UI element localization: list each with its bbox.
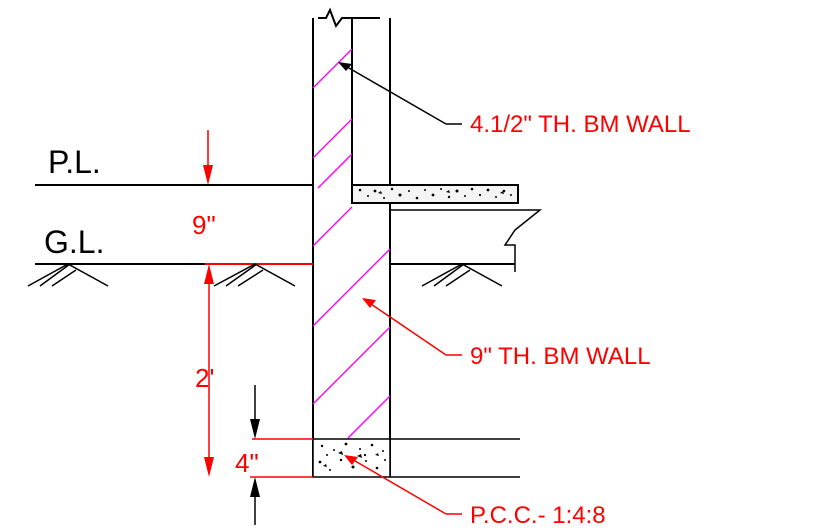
leader-lower-wall bbox=[362, 298, 462, 356]
wall-outlines bbox=[312, 7, 391, 477]
floor-slab bbox=[351, 184, 543, 272]
brick-hatching bbox=[312, 48, 391, 439]
pcc-bed-label: P.C.C.- 1:4:8 bbox=[470, 502, 606, 529]
dimension-footing-depth bbox=[204, 264, 214, 477]
upper-wall-label: 4.1/2" TH. BM WALL bbox=[470, 111, 691, 138]
leader-pcc bbox=[344, 455, 462, 515]
leader-upper-wall bbox=[338, 62, 462, 125]
plinth-height-dimension: 9" bbox=[192, 210, 216, 240]
lower-wall-label: 9" TH. BM WALL bbox=[470, 343, 651, 370]
dimension-pcc bbox=[250, 385, 260, 525]
plinth-level-label: P.L. bbox=[48, 144, 101, 180]
pcc-bed bbox=[250, 438, 520, 478]
ground-symbols bbox=[27, 263, 503, 287]
ground-level-label: G.L. bbox=[44, 224, 104, 260]
level-lines bbox=[35, 184, 515, 265]
slab-concrete-dots bbox=[358, 187, 512, 200]
pcc-thickness-dimension: 4" bbox=[235, 448, 259, 478]
slab-break-line bbox=[390, 209, 543, 272]
footing-depth-dimension: 2' bbox=[195, 363, 214, 393]
dimension-plinth bbox=[203, 130, 213, 185]
break-line bbox=[318, 7, 380, 29]
